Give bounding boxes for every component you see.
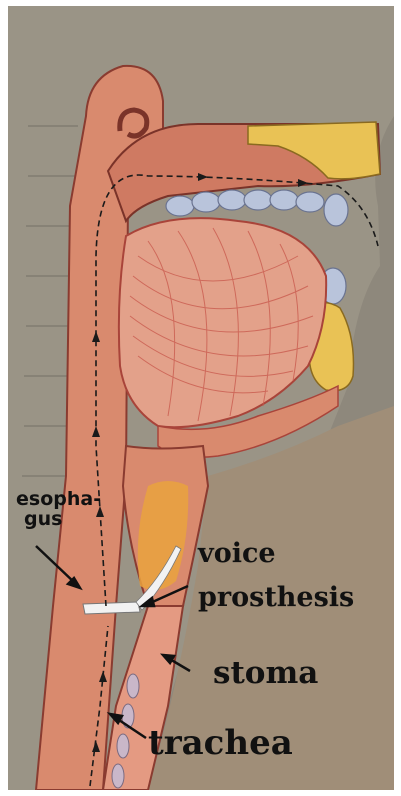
label-voice: voice	[198, 540, 276, 567]
anatomy-illustration	[8, 6, 394, 790]
label-trachea: trachea	[148, 726, 293, 760]
label-esophagus-1: esopha-	[16, 490, 101, 509]
voice-prosthesis-device	[83, 602, 140, 614]
anatomy-diagram: esopha- gus voice prosthesis stoma trach…	[8, 6, 394, 790]
label-prosthesis: prosthesis	[198, 584, 354, 611]
label-esophagus-2: gus	[24, 510, 62, 529]
label-stoma: stoma	[213, 658, 318, 689]
